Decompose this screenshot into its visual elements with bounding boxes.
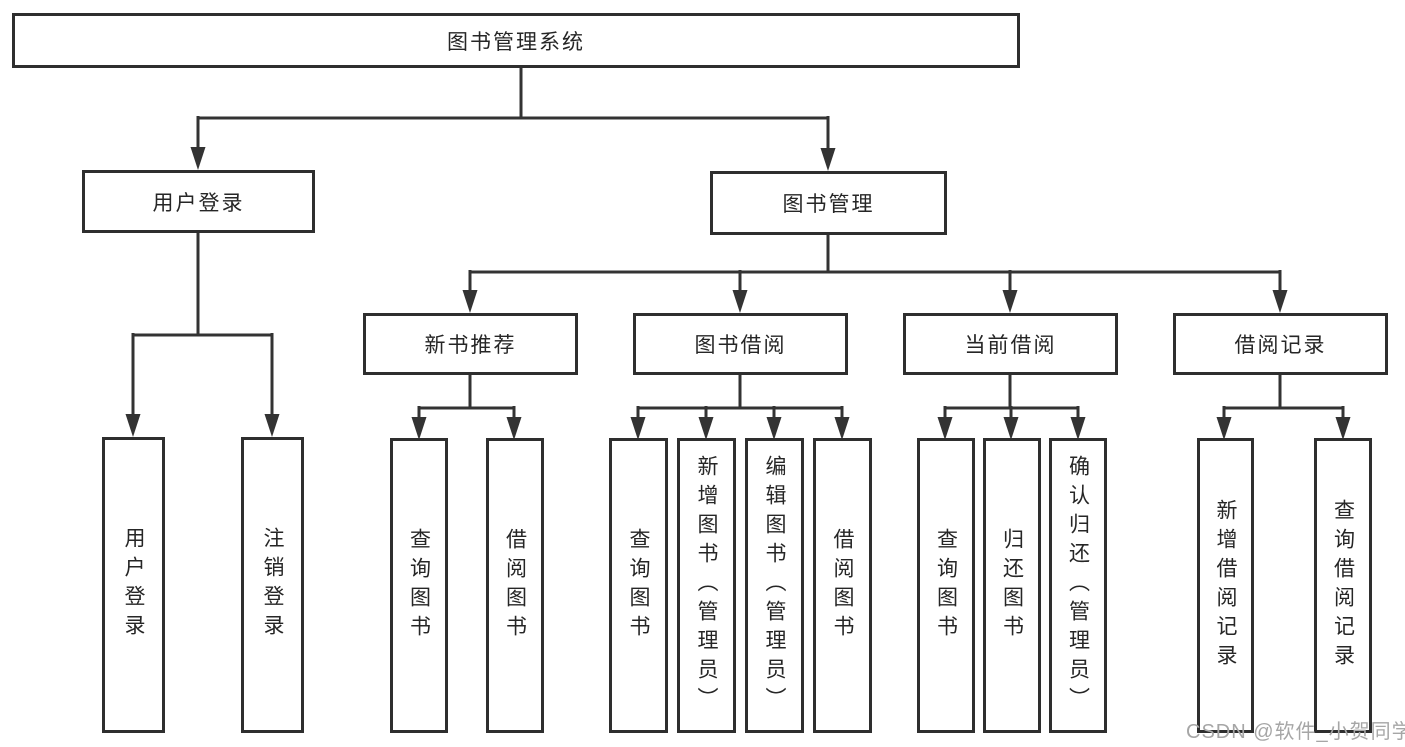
leaf-confirm-return-admin: 确认归还（管理员） bbox=[1049, 438, 1107, 733]
csdn-watermark: CSDN @软件_小贺同学 bbox=[1186, 721, 1405, 743]
connector-user-login-to-leaves bbox=[125, 233, 280, 437]
leaf-user-login: 用户登录 bbox=[102, 437, 165, 733]
connector-book-borrowing-to-leaves bbox=[630, 375, 850, 440]
node-label: 当前借阅 bbox=[964, 334, 1057, 357]
leaf-query-borrow-record: 查询借阅记录 bbox=[1314, 438, 1372, 733]
node-label: 图书借阅 bbox=[694, 334, 787, 357]
leaf-label: 查询借阅记录 bbox=[1331, 498, 1355, 673]
node-label: 图书管理 bbox=[782, 193, 875, 216]
connector-new-book-recommendation-to-leaves bbox=[411, 375, 522, 440]
leaf-edit-books-admin: 编辑图书（管理员） bbox=[745, 438, 804, 733]
leaf-label: 确认归还（管理员） bbox=[1066, 455, 1090, 716]
connector-book-management-to-level3 bbox=[462, 235, 1288, 313]
leaf-add-books-admin: 新增图书（管理员） bbox=[677, 438, 736, 733]
node-borrowing-records: 借阅记录 bbox=[1173, 313, 1388, 375]
leaf-borrow-books-recommendation: 借阅图书 bbox=[486, 438, 544, 733]
node-label: 用户登录 bbox=[152, 191, 245, 215]
leaf-label: 新增图书（管理员） bbox=[695, 455, 718, 716]
leaf-label: 新增借阅记录 bbox=[1214, 498, 1237, 673]
connector-borrowing-records-to-leaves bbox=[1216, 375, 1351, 440]
node-new-book-recommendation: 新书推荐 bbox=[363, 313, 578, 375]
leaf-query-books-current: 查询图书 bbox=[917, 438, 975, 733]
leaf-label: 查询图书 bbox=[407, 527, 431, 644]
leaf-label: 借阅图书 bbox=[503, 527, 527, 644]
leaf-query-books-recommendation: 查询图书 bbox=[390, 438, 448, 733]
node-book-borrowing: 图书借阅 bbox=[633, 313, 848, 375]
leaf-label: 用户登录 bbox=[122, 527, 145, 643]
leaf-add-borrow-record: 新增借阅记录 bbox=[1197, 438, 1254, 733]
leaf-label: 查询图书 bbox=[934, 527, 958, 644]
leaf-logout-login: 注销登录 bbox=[241, 437, 304, 733]
leaf-return-books: 归还图书 bbox=[983, 438, 1041, 733]
node-book-management: 图书管理 bbox=[710, 171, 947, 235]
node-label: 图书管理系统 bbox=[447, 30, 585, 54]
node-current-borrowing: 当前借阅 bbox=[903, 313, 1118, 375]
connector-root-to-level2 bbox=[190, 68, 836, 171]
leaf-label: 注销登录 bbox=[261, 527, 284, 643]
node-library-management-system: 图书管理系统 bbox=[12, 13, 1020, 68]
leaf-label: 编辑图书（管理员） bbox=[763, 455, 786, 716]
node-user-login: 用户登录 bbox=[82, 170, 315, 233]
leaf-label: 查询图书 bbox=[627, 527, 650, 644]
leaf-query-books-borrowing: 查询图书 bbox=[609, 438, 668, 733]
node-label: 借阅记录 bbox=[1234, 334, 1327, 357]
node-label: 新书推荐 bbox=[424, 334, 517, 357]
leaf-label: 归还图书 bbox=[1000, 527, 1024, 644]
leaf-borrow-books-borrowing: 借阅图书 bbox=[813, 438, 872, 733]
connector-current-borrowing-to-leaves bbox=[937, 375, 1086, 440]
leaf-label: 借阅图书 bbox=[831, 527, 854, 644]
